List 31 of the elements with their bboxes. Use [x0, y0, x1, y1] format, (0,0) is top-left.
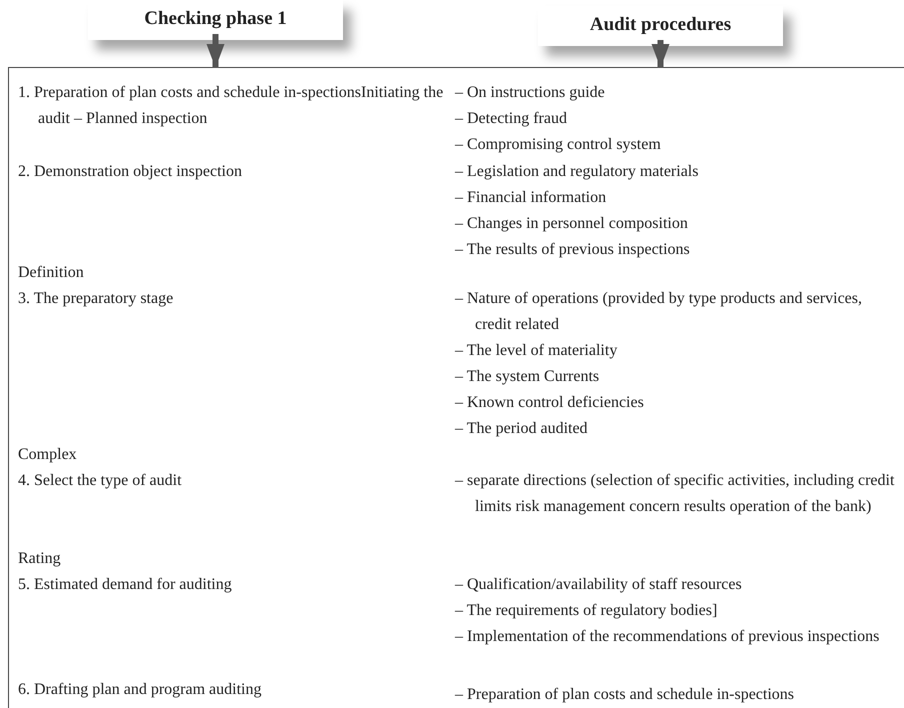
procedure-item: – Legislation and regulatory materials [455, 162, 700, 182]
procedure-item: – Qualification/availability of staff resources [455, 575, 743, 595]
section-heading: Rating [18, 549, 62, 569]
procedure-item: – The results of previous inspections [455, 240, 691, 260]
section-heading: Complex [18, 445, 78, 465]
procedure-item: – Changes in personnel composition [455, 214, 689, 234]
procedure-item: – The system Currents [455, 367, 600, 387]
section-heading: Definition [18, 263, 85, 283]
arrow [206, 34, 224, 68]
phase-step: 6. Drafting plan and program auditing [18, 677, 458, 703]
procedure-item: – The period audited [455, 419, 589, 439]
procedure-item: – Preparation of plan costs and schedule in-spections [455, 685, 796, 705]
procedure-item: – Implementation of the recommendations of previous inspections [455, 627, 880, 647]
phase-step: 2. Demonstration object inspection [18, 159, 458, 185]
procedure-item: – Compromising control system [455, 135, 662, 155]
procedure-item: – separate directions (selection of specific activities, including credit limits risk management concern results operation of the bank) [455, 471, 896, 517]
procedure-item: – Detecting fraud [455, 109, 568, 129]
procedure-item: – The level of materiality [455, 341, 618, 361]
procedure-item: – The requirements of regulatory bodies] [455, 601, 718, 621]
procedure-item: – Nature of operations (provided by type products and services, credit related [455, 289, 863, 335]
phase-step: 4. Select the type of audit [18, 468, 458, 494]
phase-step: 3. The preparatory stage [18, 286, 458, 312]
content-frame [8, 67, 904, 708]
phase-step: 5. Estimated demand for auditing [18, 572, 458, 598]
arrow [652, 40, 670, 68]
procedure-item: – Financial information [455, 188, 608, 208]
header-box: Audit procedures [538, 6, 783, 46]
procedure-item: – Known control deficiencies [455, 393, 645, 413]
phase-step: 1. Preparation of plan costs and schedule in-spectionsInitiating the audit – Planned inspection [18, 80, 458, 132]
procedure-item: – On instructions guide [455, 83, 606, 103]
header-box: Checking phase 1 [88, 0, 343, 40]
